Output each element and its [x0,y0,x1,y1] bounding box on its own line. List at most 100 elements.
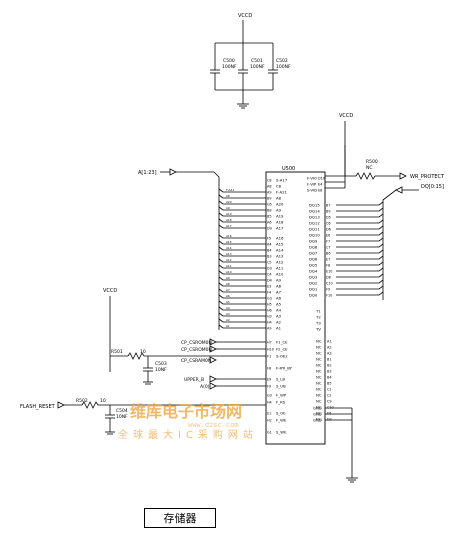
chip-control-pin-number: H2 [267,419,272,423]
data-bus-entry [378,243,384,248]
address-bus-entry [218,200,224,205]
chip-dq-pin-number: E7 [326,258,330,262]
chip-left-pin-group: S-A17C8C8A8F-A21A9A8B9A20G5A9B8A19B5A18A… [267,178,293,435]
caption-text: 存储器 [163,512,197,525]
chip-left-pin-number: H6 [267,309,272,313]
chip-gnd-pin-name: GND [313,406,322,411]
address-bus-entry [218,218,224,223]
c501-ref: C501 [251,58,263,64]
data-bus-entry [378,267,384,272]
upperb-port-icon [209,375,217,383]
ground-icon [105,431,115,435]
c501-value: 100NF [250,64,265,70]
c504-value: 10NF [116,414,128,420]
chip-dq-pin-number: F9 [326,288,330,292]
chip-dq-pin-name: DQ11 [309,227,320,232]
chip-dq-pin-name: DQ10 [309,233,320,238]
address-bus-tap-label: A17 [226,224,232,228]
chip-control-pin-name: S_LB [276,377,285,382]
right-power: VCCD [325,113,353,189]
c503-ref: C503 [155,361,167,367]
chip-dq-pin-number: E6 [326,234,330,238]
chip-nc-pin-number: B4 [327,376,331,380]
chip-right-pin-number: E8 [318,189,322,193]
chip-dq-pin-number: C7 [326,246,331,250]
chip-nc-pin-number: C9 [327,400,332,404]
chip-dq-pin-name: DQ1 [309,287,318,292]
c504-ref: C504 [116,408,128,414]
chip-left-pin-number: B3 [267,255,271,259]
chip-nc-pin-name: NC [316,387,322,392]
chip-left-pin-number: C5 [267,261,272,265]
address-bus-tap-label: A4 [226,306,230,310]
chip-dq-pin-number: E10 [326,270,332,274]
chip-left-pin-name: S-A17 [276,178,288,183]
chip-body [265,171,326,445]
chip-dq-pin-number: B6 [326,252,330,256]
address-bus-entry [218,188,224,193]
c502-ref: C502 [276,58,288,64]
chip-left-pin-name: A8 [276,196,282,201]
address-bus-entry [218,306,224,311]
chip-control-pin-name: F_WP [276,393,287,398]
address-bus-entry [218,276,224,281]
chip-nc-pin-name: NC [316,363,322,368]
chip-control-pin-number: F8 [267,367,271,371]
chip-left-pin-number: A8 [267,185,271,189]
address-bus-tap-label: A10 [226,270,232,274]
chip-right-pin-number: D10 [318,177,325,181]
control-section: VCCD R501 10 C503 10NF CP_CSROM0N CP_CSR… [20,288,266,435]
address-bus-tap-label: A14 [226,246,232,250]
data-bus: DQ[0:15] [336,184,444,300]
chip-gnd-pin-name: GND [313,418,322,423]
address-bus-tap-label: A3 [226,312,230,316]
chip-left-pin-number: B4 [267,249,271,253]
upperb-net: UPPER_B [184,377,204,383]
reset-net-label: FLASH_RESET [20,404,56,410]
chip-nc-pin-name: NC [316,369,322,374]
chip-left-pin-name: A17 [276,226,284,231]
chip-left-pin-name: A13 [276,254,284,259]
address-bus-entry [218,294,224,299]
chip-left-pin-number: H3 [267,315,272,319]
address-bus-tap-label: A8 [226,194,230,198]
address-bus-tap-label: A1 [226,324,230,328]
address-bus-entry [218,318,224,323]
chip-right-pin-name: F-VIP [307,182,317,187]
chip-left-pin-name: A2 [276,320,282,325]
chip-left-pin-number: E3 [267,285,271,289]
ground-icon [143,381,153,385]
chip-nc-pin-name: NC [316,417,322,422]
chip-left-pin-name: A16 [276,236,284,241]
chip-nc-pin-number: A2 [327,346,331,350]
data-bus-entry [378,261,384,266]
chip-nc-pin-number: B5 [327,382,331,386]
chip-nc-pin-number: C1 [327,388,332,392]
address-bus-tap-label: A19 [226,212,232,216]
watermark-url: www.dzsc.com [188,421,239,429]
address-bus-tap-label: A15 [226,240,232,244]
chip-left-pin-number: D3 [267,267,272,271]
chip-dq-pin-name: DQ4 [309,269,318,274]
chip-dq-pin-number: D8 [326,276,331,280]
wp-net-label: WR_PROTECT [410,174,445,180]
chip-nc-pin-number: B1 [327,358,331,362]
chip-left-pin-number: F5 [267,237,271,241]
address-bus-tap-label: A9 [226,206,230,210]
csrom0-port-icon [209,338,217,346]
chip-t-pin-name: T3 [315,321,321,326]
chip-left-pin-number: B9 [267,197,271,201]
chip-left-pin-number: C4 [267,273,272,277]
data-bus-entry [378,207,384,212]
address-port-icon [169,168,177,176]
data-bus-entry [378,213,384,218]
chip-nc-pin-name: NC [316,399,322,404]
chip-dq-pin-number: F7 [326,240,330,244]
chip-gnd-pin-name: GND [313,412,322,417]
address-bus-tap-label: A11 [226,264,232,268]
r501-value: 10 [140,349,146,355]
address-bus-entry [218,312,224,317]
r500-ref: R500 [366,159,378,165]
chip-left-pin-name: A12 [276,260,284,265]
chip-left-pin-name: A15 [276,242,284,247]
